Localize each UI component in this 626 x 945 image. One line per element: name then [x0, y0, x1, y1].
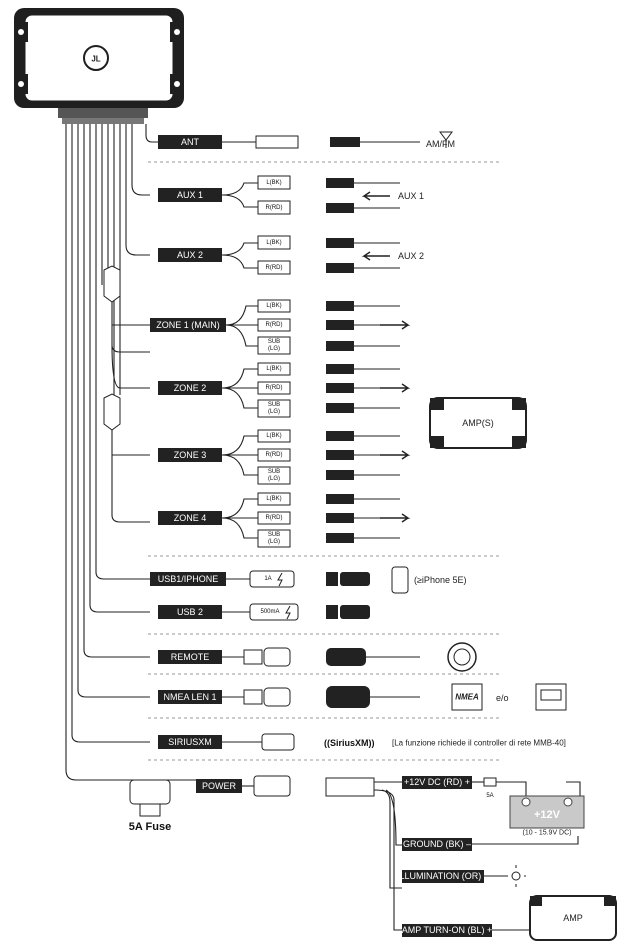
zone4-label: ZONE 4 [174, 513, 207, 523]
aux2-note: AUX 2 [398, 251, 424, 261]
plug-label-sub: SUB [268, 339, 280, 345]
plug-label-right: R(RD) [266, 515, 283, 521]
aux1-row: AUX 1 L(BK) R(RD) AUX 1 [158, 175, 424, 215]
usb-connector-icon [340, 605, 370, 619]
aux1-label: AUX 1 [177, 190, 203, 200]
zone2-row: ZONE 2 L(BK) R(RD) SUB(LG) [158, 362, 411, 418]
zone3-row: ZONE 3 L(BK) R(RD) SUB(LG) [158, 429, 411, 485]
plug-label-sub: SUB [268, 469, 280, 475]
plug-label-left: L(BK) [266, 303, 281, 309]
plug-label-sub-color: (LG) [268, 346, 280, 352]
plug-label-sub-color: (LG) [268, 476, 280, 482]
am-fm-label: AM/FM [426, 139, 455, 149]
siriusxm-logo: ((SiriusXM)) [324, 738, 375, 748]
usb1-label: USB1/IPHONE [158, 574, 219, 584]
ant-label: ANT [181, 137, 200, 147]
amp-turn-on-label: AMP TURN-ON (BL) + [402, 925, 492, 935]
usb2-label: USB 2 [177, 607, 203, 617]
zone1-label: ZONE 1 (MAIN) [156, 320, 220, 330]
iphone-icon [391, 566, 409, 594]
plug-label-right: R(RD) [266, 452, 283, 458]
inline-fuse-icon [483, 777, 497, 787]
zone3-label: ZONE 3 [174, 450, 207, 460]
wire-trunk [65, 124, 158, 781]
nmea-or: e/o [496, 693, 509, 703]
light-icon [511, 871, 521, 881]
plug-label-sub-color: (LG) [268, 409, 280, 415]
svg-text:NMEA: NMEA [455, 693, 479, 702]
plug-label-left: L(BK) [266, 496, 281, 502]
antenna-row: ANT AM/FM [158, 131, 455, 149]
battery-voltage: +12V [534, 809, 561, 821]
usb2-row: USB 2 500mA [158, 603, 370, 621]
amp-box [529, 895, 617, 941]
iphone-note: (≥iPhone 5E) [414, 575, 466, 585]
zone4-row: ZONE 4 L(BK) R(RD) SUB(LG) [158, 492, 411, 548]
fuse-label: 5A Fuse [129, 821, 171, 833]
plug-label-right: R(RD) [266, 322, 283, 328]
remote-controller-icon [447, 642, 477, 672]
plug-label-right: R(RD) [266, 205, 283, 211]
zone1-row: ZONE 1 (MAIN) L(BK) R(RD) SUB(LG) [150, 299, 411, 355]
remote-label: REMOTE [171, 652, 210, 662]
usb-connector-icon [340, 572, 370, 586]
antenna-icon [439, 131, 453, 148]
usb2-current: 500mA [260, 609, 279, 615]
power-bolt-icon [277, 572, 283, 587]
amps-label: AMP(S) [462, 418, 494, 428]
nmea-row: NMEA LEN 1 NMEA e/o [158, 683, 567, 711]
svg-text:JL: JL [91, 55, 100, 64]
remote-row: REMOTE [158, 642, 477, 672]
plug-label-left: L(BK) [266, 366, 281, 372]
nmea-logo-icon [451, 683, 483, 711]
zone2-label: ZONE 2 [174, 383, 207, 393]
plug-label-left: L(BK) [266, 240, 281, 246]
plug-label-sub: SUB [268, 532, 280, 538]
amp-label: AMP [563, 913, 583, 923]
aux1-note: AUX 1 [398, 191, 424, 201]
battery-range: (10 - 15.9V DC) [522, 830, 571, 837]
siriusxm-row: SIRIUSXM ((SiriusXM)) [La funzione richi… [158, 733, 566, 751]
power-bolt-icon [285, 605, 291, 620]
jl-logo-icon [83, 45, 109, 71]
head-unit: JL [14, 8, 184, 124]
nmea-label: NMEA LEN 1 [163, 692, 216, 702]
aux2-label: AUX 2 [177, 250, 203, 260]
siriusxm-note: [La funzione richiede il controller di r… [392, 739, 566, 748]
fuse-5a-label: 5A [486, 793, 493, 799]
usb1-current: 1A [264, 576, 271, 582]
siriusxm-label: SIRIUSXM [168, 737, 212, 747]
power-label: POWER [202, 781, 237, 791]
amps-box: AMP(S) [429, 397, 527, 449]
plug-label-sub: SUB [268, 402, 280, 408]
plug-label-left: L(BK) [266, 433, 281, 439]
plug-label-sub-color: (LG) [268, 539, 280, 545]
plug-label-left: L(BK) [266, 180, 281, 186]
usb1-row: USB1/IPHONE 1A (≥iPhone 5E) [150, 566, 466, 594]
illumination-label: ILLUMINATION (OR) + [397, 871, 489, 881]
plus12-label: +12V DC (RD) + [404, 777, 470, 787]
fuse-holder-icon [129, 779, 171, 805]
power-row: 5A Fuse POWER +12V DC (RD) + 5A +12V (10… [129, 775, 617, 941]
plug-label-right: R(RD) [266, 385, 283, 391]
aux2-row: AUX 2 L(BK) R(RD) AUX 2 [158, 235, 424, 275]
ground-label: GROUND (BK) – [403, 839, 471, 849]
plug-label-right: R(RD) [266, 265, 283, 271]
